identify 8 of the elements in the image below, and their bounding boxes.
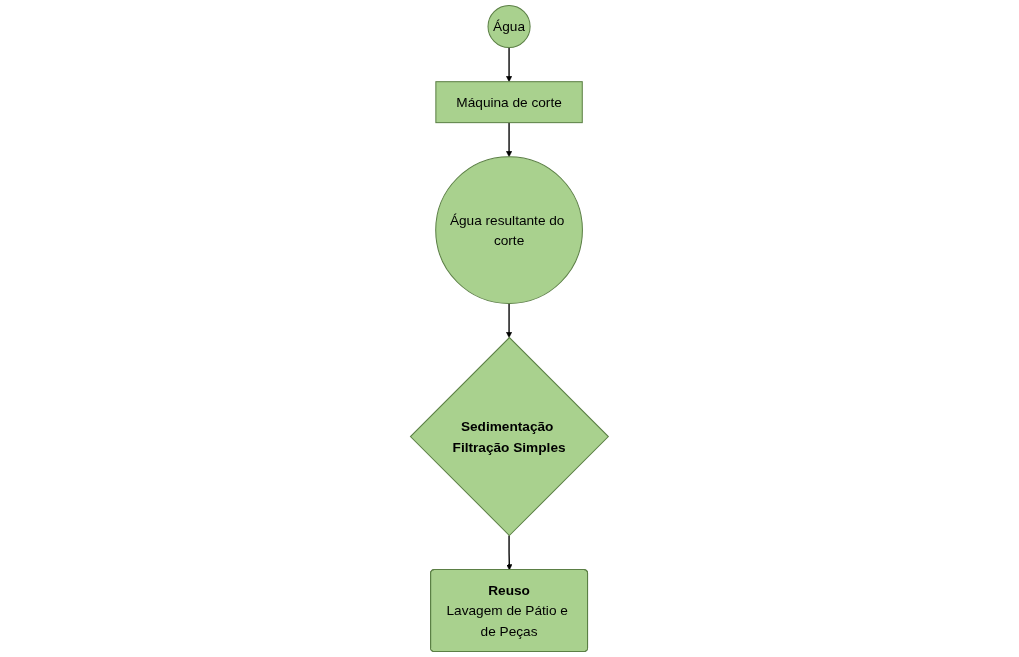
- node-diamond: Sedimentação Filtração Simples: [409, 336, 610, 537]
- arrow: [506, 121, 513, 158]
- node-box: Máquina de corte: [435, 81, 583, 124]
- arrow: [506, 302, 513, 338]
- node-circle: Água: [487, 4, 531, 49]
- arrow: [506, 46, 513, 82]
- arrow: [506, 534, 513, 571]
- node-circle: Água resultante do corte: [435, 156, 584, 304]
